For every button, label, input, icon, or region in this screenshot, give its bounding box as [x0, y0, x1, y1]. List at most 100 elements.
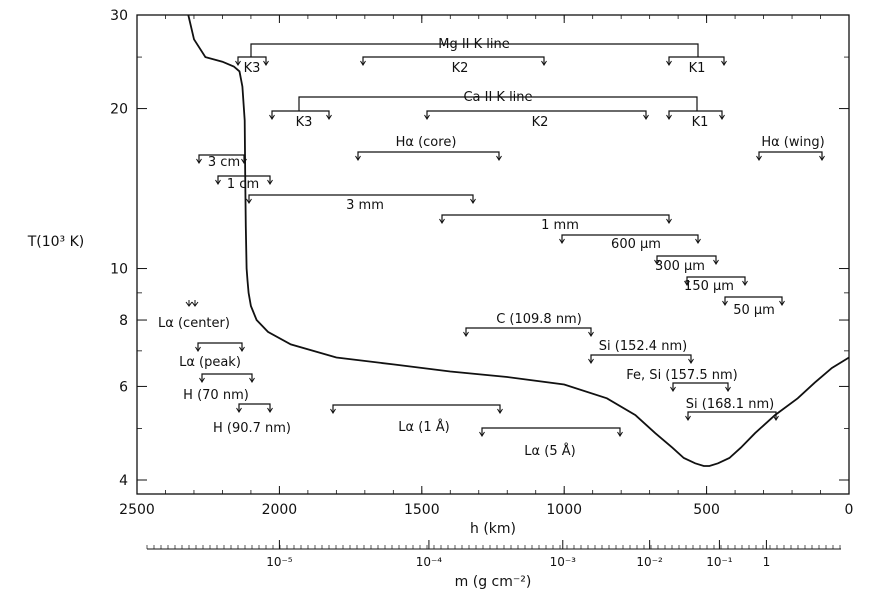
annotation-label: 50 μm: [733, 303, 775, 318]
halpha-wing-bracket-arrow: [756, 155, 762, 161]
uv-la5-bracket-arrow: [479, 431, 485, 437]
ca-k1-bracket-arrow: [719, 114, 725, 120]
radio-3mm-bracket: [248, 194, 474, 202]
radio-600um-bracket-arrow: [695, 238, 701, 244]
uv-c-bracket-arrow: [463, 331, 469, 337]
annotation-label: K2: [532, 115, 549, 130]
uv-fesi-bracket: [672, 382, 729, 390]
mass-axis-tick-label: 10⁻⁴: [416, 555, 443, 569]
annotation-label: Hα (core): [396, 135, 457, 150]
temperature-curve-line: [187, 14, 850, 467]
temperature-curve: [187, 14, 850, 467]
x-tick-label: 500: [693, 502, 720, 518]
radio-1cm-bracket-arrow: [267, 179, 273, 185]
x-tick-label: 2000: [262, 502, 298, 518]
mass-axis-tick-label: 1: [763, 555, 771, 569]
radio-1cm-bracket-arrow: [215, 179, 221, 185]
y-tick-label: 8: [119, 313, 128, 329]
mg-k3-bracket: [237, 56, 267, 64]
radio-1mm-bracket: [441, 214, 670, 222]
y-tick-label: 6: [119, 379, 128, 395]
mg-k-line-bracket: [250, 43, 699, 57]
annotation-label: 150 μm: [684, 279, 734, 294]
radio-600um-bracket: [561, 234, 699, 242]
ca-k-line-bracket: [298, 96, 698, 111]
annotation-label: 1 cm: [227, 177, 259, 192]
radio-300um-bracket-arrow: [654, 259, 660, 265]
annotation-label: H (70 nm): [183, 388, 249, 403]
y-axis-label: T(10³ K): [27, 234, 85, 250]
annotation-label: Hα (wing): [761, 135, 824, 150]
uv-la1-bracket-arrow: [497, 408, 503, 414]
radio-50um-bracket: [724, 296, 783, 304]
uv-fesi-bracket-arrow: [725, 386, 731, 392]
uv-la5-bracket: [481, 427, 621, 435]
uv-h70-bracket-arrow: [249, 377, 255, 383]
annotation-label: Si (152.4 nm): [599, 339, 687, 354]
uv-lapeak-bracket-arrow: [195, 346, 201, 352]
halpha-core-bracket-arrow: [355, 155, 361, 161]
ca-k2-bracket-arrow: [424, 114, 430, 120]
ca-k1-bracket: [668, 110, 723, 118]
radio-3mm-bracket-arrow: [246, 198, 252, 204]
ca-k3-bracket: [271, 110, 330, 118]
annotation-label: Lα (5 Å): [524, 443, 575, 459]
y-tick-label: 4: [119, 473, 128, 489]
radio-1mm-bracket-arrow: [666, 218, 672, 224]
mass-axis-tick-label: 10⁻³: [550, 555, 577, 569]
radio-150um-bracket-arrow: [684, 280, 690, 286]
annotation-label: 300 μm: [655, 259, 705, 274]
mass-axis-label: m (g cm⁻²): [455, 574, 532, 590]
uv-si152-bracket: [590, 354, 692, 362]
radio-3cm-bracket: [198, 154, 245, 162]
uv-la1-bracket: [332, 404, 501, 412]
annotation-label: Fe, Si (157.5 nm): [626, 368, 737, 383]
x-tick-label: 0: [845, 502, 854, 518]
annotation-label: K1: [689, 61, 706, 76]
radio-150um-bracket: [686, 276, 746, 284]
uv-h907-bracket-arrow: [236, 407, 242, 413]
mg-k3-bracket-arrow: [235, 60, 241, 66]
annotation-label: Lα (peak): [179, 355, 241, 370]
radio-3cm-bracket-arrow: [241, 158, 247, 164]
formation-height-brackets: [185, 43, 825, 437]
uv-si152-bracket-arrow: [588, 358, 594, 364]
annotation-label: K1: [692, 115, 709, 130]
radio-300um-bracket: [656, 255, 717, 263]
annotation-label: 600 μm: [611, 237, 661, 252]
annotation-label: Lα (center): [158, 316, 230, 331]
radio-600um-bracket-arrow: [559, 238, 565, 244]
ca-k3-bracket-arrow: [269, 114, 275, 120]
annotation-label: K3: [244, 61, 261, 76]
uv-lapeak-bracket: [197, 342, 243, 350]
radio-1mm-bracket-arrow: [439, 218, 445, 224]
uv-la5-bracket-arrow: [617, 431, 623, 437]
annotation-label: H (90.7 nm): [213, 421, 291, 436]
uv-h907-bracket: [238, 403, 271, 411]
axis-ticks: [136, 14, 850, 550]
uv-h70-bracket-arrow: [199, 377, 205, 383]
annotation-label: 1 mm: [541, 218, 579, 233]
x-axis-label: h (km): [470, 521, 516, 537]
mg-k1-bracket: [668, 56, 725, 64]
annotation-label: Ca II K line: [463, 90, 532, 105]
annotation-label: Lα (1 Å): [398, 419, 449, 435]
ca-k2-bracket-arrow: [643, 114, 649, 120]
mg-k1-bracket-arrow: [666, 60, 672, 66]
y-tick-label: 10: [110, 262, 128, 278]
uv-fesi-bracket-arrow: [670, 386, 676, 392]
mass-axis-tick-label: 10⁻²: [636, 555, 663, 569]
radio-300um-bracket-arrow: [713, 259, 719, 265]
uv-lapeak-bracket-arrow: [239, 346, 245, 352]
mg-k1-bracket-arrow: [721, 60, 727, 66]
radio-3mm-bracket-arrow: [470, 198, 476, 204]
radio-3cm-bracket-arrow: [196, 158, 202, 164]
mg-k2-bracket-arrow: [360, 60, 366, 66]
x-tick-label: 1500: [404, 502, 440, 518]
halpha-wing-bracket: [758, 151, 823, 159]
uv-la1-bracket-arrow: [330, 408, 336, 414]
halpha-wing-bracket-arrow: [819, 155, 825, 161]
annotation-label: 3 cm: [208, 155, 240, 170]
